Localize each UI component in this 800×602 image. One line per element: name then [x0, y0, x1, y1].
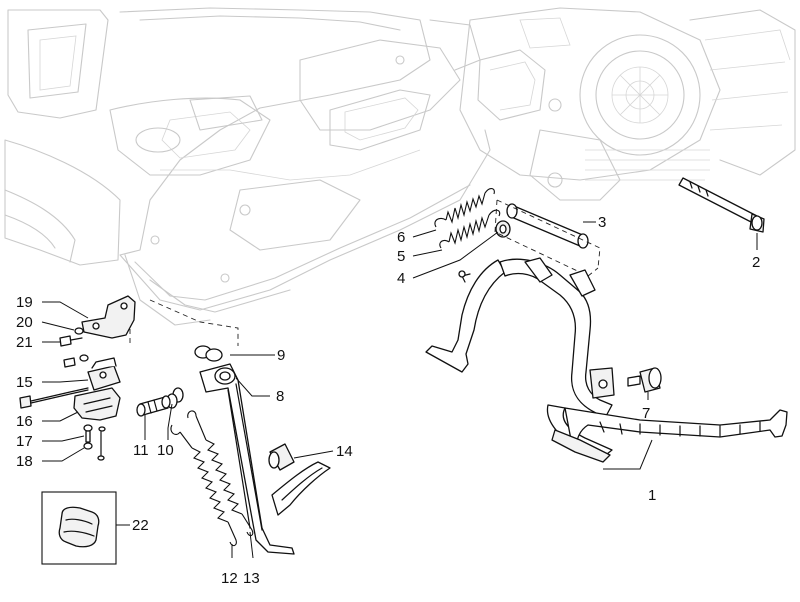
callout-10: 10 — [157, 442, 174, 459]
part-14-rubber — [268, 443, 331, 516]
callout-6: 6 — [397, 229, 405, 246]
callout-16: 16 — [16, 413, 33, 430]
callout-14: 14 — [336, 443, 353, 460]
callout-labels: 1 2 3 4 5 6 7 8 9 10 11 12 13 14 15 16 1… — [16, 214, 760, 587]
alignment-dash-3 — [494, 199, 601, 277]
part-8-side-stand — [199, 363, 295, 555]
callout-15: 15 — [16, 374, 33, 391]
callout-1: 1 — [648, 487, 656, 504]
callout-18: 18 — [16, 453, 33, 470]
part-2-bolt — [678, 177, 765, 233]
part-3-sleeve — [506, 203, 589, 249]
callout-20: 20 — [16, 314, 33, 331]
part-15-switch — [19, 357, 121, 409]
scooter-frame-ghost — [4, 7, 796, 326]
part-12-spring — [170, 424, 237, 547]
part-20-washer — [74, 327, 84, 335]
callout-11: 11 — [133, 442, 149, 459]
callout-8: 8 — [276, 388, 284, 405]
callout-19: 19 — [16, 294, 33, 311]
part-1-centre-stand — [425, 257, 788, 463]
callout-2: 2 — [752, 254, 760, 271]
callout-13: 13 — [243, 570, 260, 587]
alignment-dash-8 — [129, 299, 239, 346]
part-6-spring — [434, 188, 495, 228]
callout-4: 4 — [397, 270, 405, 287]
part-7-bumper — [627, 367, 662, 393]
part-19-bracket — [81, 295, 136, 339]
callout-5: 5 — [397, 248, 405, 265]
part-9-washers — [194, 345, 223, 362]
leader-lines — [41, 221, 758, 559]
callout-3: 3 — [598, 214, 606, 231]
callout-9: 9 — [277, 347, 285, 364]
part-17-screw — [83, 424, 106, 443]
callout-22: 22 — [132, 517, 149, 534]
callout-7: 7 — [642, 405, 650, 422]
callout-21: 21 — [16, 334, 33, 351]
callout-17: 17 — [16, 433, 33, 450]
part-16-housing — [73, 387, 121, 421]
part-18-screw — [83, 431, 105, 461]
part-22-inset — [41, 491, 117, 565]
part-5-spring — [439, 209, 501, 249]
part-21-screw — [59, 335, 89, 368]
part-13-spring — [187, 410, 254, 537]
part-11-pin — [136, 395, 171, 417]
part-4-bush — [495, 220, 511, 238]
callout-12: 12 — [221, 570, 238, 587]
